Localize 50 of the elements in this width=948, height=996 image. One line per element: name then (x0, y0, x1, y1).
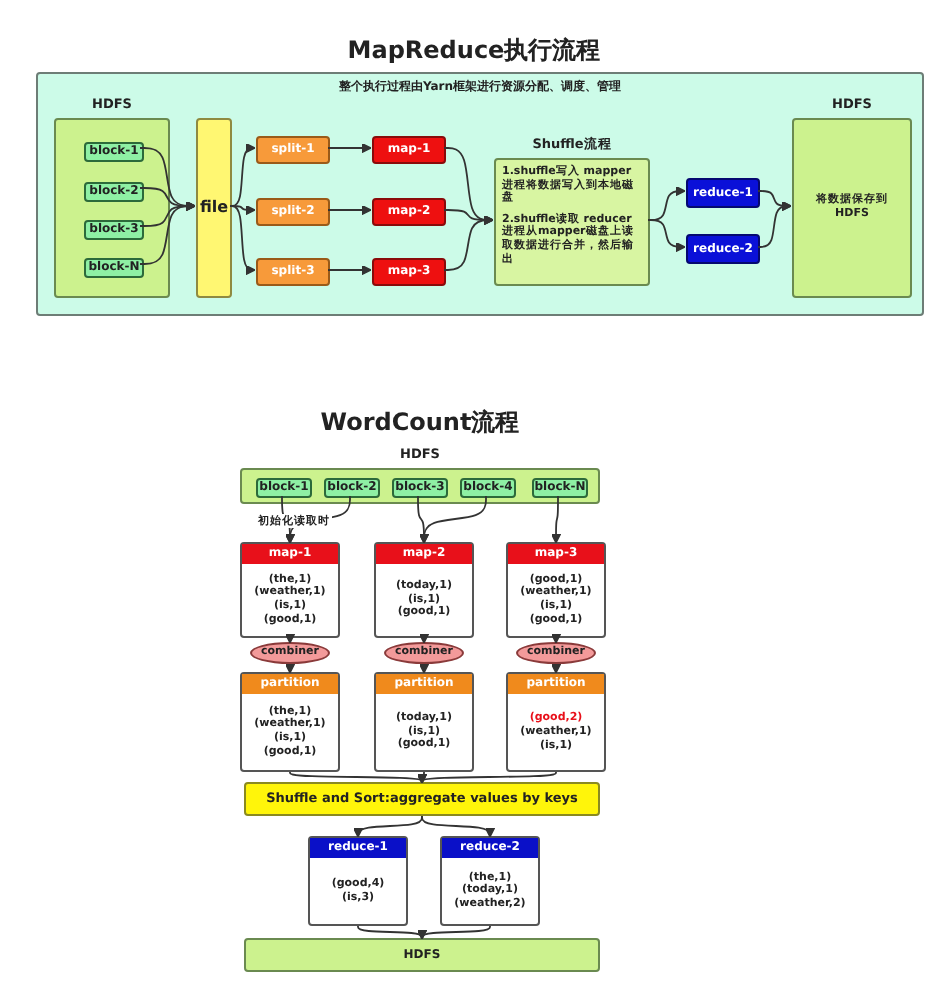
data-card (240, 542, 340, 638)
map-box (372, 136, 446, 164)
arrow (327, 204, 372, 216)
diagram-title: MapReduce执行流程 (345, 34, 603, 68)
block-box (84, 182, 144, 202)
arrow (139, 200, 196, 265)
data-card (506, 542, 606, 638)
arrow (550, 495, 562, 544)
arrow (229, 142, 256, 207)
combiner-ellipse (516, 642, 596, 664)
reduce-box (686, 234, 760, 264)
combiner-ellipse (250, 642, 330, 664)
data-card (440, 836, 540, 926)
map-box (372, 198, 446, 226)
arrow (284, 633, 296, 644)
combiner-ellipse (384, 642, 464, 664)
node-label: file (199, 198, 229, 218)
arrow (327, 142, 372, 154)
arrow (421, 815, 496, 838)
split-box (256, 258, 330, 286)
arrow (352, 815, 423, 838)
arrow (418, 663, 430, 674)
storage-bar (244, 938, 600, 972)
data-card (374, 542, 474, 638)
reduce-box (686, 178, 760, 208)
arrow (327, 264, 372, 276)
file-box (196, 118, 232, 298)
arrow (418, 633, 430, 644)
data-card (240, 672, 340, 772)
arrow (443, 214, 494, 271)
data-card (308, 836, 408, 926)
arrow (284, 663, 296, 674)
split-box (256, 198, 330, 226)
section-title: WordCount流程 (318, 406, 522, 440)
arrow (757, 200, 792, 248)
data-card (374, 672, 474, 772)
arrow (418, 495, 487, 544)
block-box (84, 220, 144, 240)
arrow (550, 633, 562, 644)
map-box (372, 258, 446, 286)
split-box (256, 136, 330, 164)
arrow (229, 205, 256, 276)
data-card (506, 672, 606, 772)
arrow (647, 219, 686, 253)
arrow (416, 771, 557, 784)
arrow (229, 204, 256, 216)
block-box (84, 142, 144, 162)
shuffle-sort-bar (244, 782, 600, 816)
arrow (550, 663, 562, 674)
container-panel (36, 72, 924, 316)
